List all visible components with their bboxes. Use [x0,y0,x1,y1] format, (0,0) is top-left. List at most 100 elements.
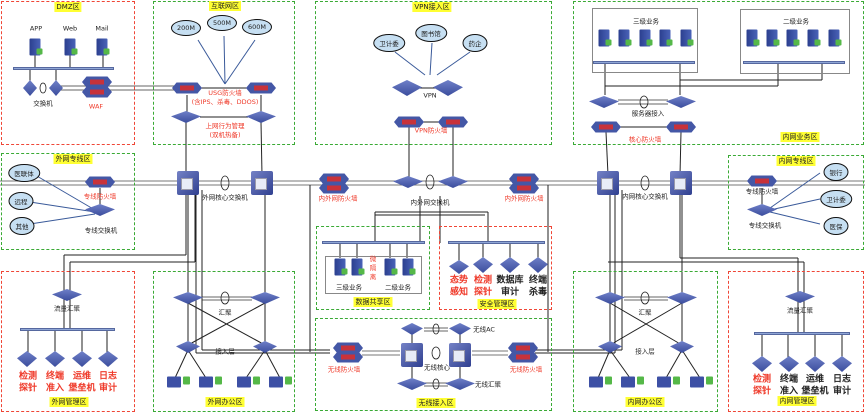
access-label: 接入层 [635,347,655,356]
pc-icon [657,376,680,388]
mgmt-item: 终端 准入 [779,374,799,396]
zone-label-security-mgmt: 安全管理区 [477,299,517,309]
server-label: APP [29,24,43,33]
zone-dmz [1,1,135,145]
cloud-library: 图书馆 [415,24,447,42]
server-icon [384,258,398,276]
line-firewall-icon [747,175,777,187]
zone-label-external-mgmt: 外网管理区 [49,397,89,407]
mgmt-item: 终端 准入 [45,371,65,393]
server-icon [402,258,416,276]
mgmt-item: 检测 探针 [752,374,772,396]
server-access-label: 服务器接入 [631,109,665,118]
server-icon [786,29,800,47]
inout-switch-label: 内外网交换机 [410,198,450,207]
cloud-health-commission: 卫计委 [373,34,405,52]
mgmt-item: 检测 探针 [18,371,38,393]
pc-icon [199,376,222,388]
wireless-core-label: 无线核心 [424,363,450,372]
mgmt-item: 日志 审计 [832,374,852,396]
server-icon [351,258,365,276]
server-label: Web [62,24,78,33]
waf-icon [82,86,112,98]
zone-internal-line [728,155,864,250]
pc-icon [690,376,713,388]
line-switch-label: 专线交换机 [84,226,118,235]
inout-firewall-right-label: 内外网防火墙 [504,194,544,203]
behavior-mgmt-label: 上网行为管理 (双机热备) [205,122,245,139]
zone-label-dmz: DMZ区 [54,2,82,12]
server-icon [766,29,780,47]
level2-label: 二级业务 [783,17,809,26]
zone-label-wireless: 无线接入区 [416,398,456,408]
line-firewall-label: 专线防火墙 [745,187,779,196]
switch-icon [49,80,63,96]
server-icon [828,29,842,47]
internal-core-switch-icon [670,171,692,195]
inout-firewall-icon [509,173,539,185]
bus-bar [13,67,114,70]
traffic-agg-label: 流量汇聚 [54,304,80,313]
wireless-core-icon [449,343,471,367]
inout-firewall-icon [319,182,349,194]
wireless-fw-right-label: 无线防火墙 [509,365,543,374]
server-label: Mail [95,24,109,33]
zone-label-external-line: 外网专线区 [53,154,93,164]
cloud-medical-alliance: 医联体 [8,164,40,182]
agg-label: 汇聚 [638,308,652,317]
bus-bar [448,241,545,244]
data-share-group [325,256,422,294]
zone-internal-office [573,271,718,412]
waf-icon [82,76,112,88]
inout-firewall-icon [319,173,349,185]
zone-external-line [1,153,135,250]
pc-icon [269,376,292,388]
traffic-agg-label: 流量汇聚 [787,306,813,315]
vpn-label: VPN [423,91,437,100]
firewall-icon [172,82,202,94]
bus-bar [322,241,425,244]
micro-segmentation-label: 微 隔 离 [369,254,377,281]
core-firewall-icon [666,121,696,133]
switch-label: 交换机 [33,99,53,108]
security-item: 态势 感知 [449,275,469,297]
cloud-500m: 500M [206,15,238,31]
vpn-firewall-icon [394,116,424,128]
cloud-200m: 200M [170,20,202,36]
core-firewall-label: 核心防火墙 [628,135,662,144]
vpn-firewall-label: VPN防火墙 [414,126,448,135]
inout-firewall-icon [509,182,539,194]
server-icon [334,258,348,276]
pc-icon [237,376,260,388]
pc-icon [621,376,644,388]
security-item: 检测 探针 [473,275,493,297]
external-core-label: 外网核心交换机 [202,193,248,202]
zone-label-internal-office: 内网办公区 [625,397,665,407]
bus-bar [20,328,115,331]
mgmt-item: 运维 堡垒机 [68,371,96,393]
zone-label-external-office: 外网办公区 [205,397,245,407]
server-icon [807,29,821,47]
firewall-icon [246,82,276,94]
zone-label-vpn: VPN接入区 [412,2,452,12]
wireless-core-icon [401,343,423,367]
line-switch-label: 专线交换机 [748,221,782,230]
external-core-switch-icon [251,171,273,195]
level2-group [740,9,850,74]
inout-firewall-left-label: 内外网防火墙 [318,194,358,203]
level2-label: 二级业务 [385,283,411,292]
mgmt-item: 日志 审计 [98,371,118,393]
cloud-pharma: 药企 [462,34,488,52]
wireless-firewall-icon [508,351,538,363]
zone-label-internet: 互联网区 [209,1,241,11]
wireless-ac-label: 无线AC [473,325,495,334]
access-label: 接入层 [215,347,235,356]
level3-label: 三级业务 [336,283,362,292]
server-icon [598,29,612,47]
server-icon [618,29,632,47]
bus-bar [593,61,695,64]
level3-group [592,8,698,73]
line-firewall-label: 专线防火墙 [83,192,117,201]
zone-vpn [315,1,552,145]
